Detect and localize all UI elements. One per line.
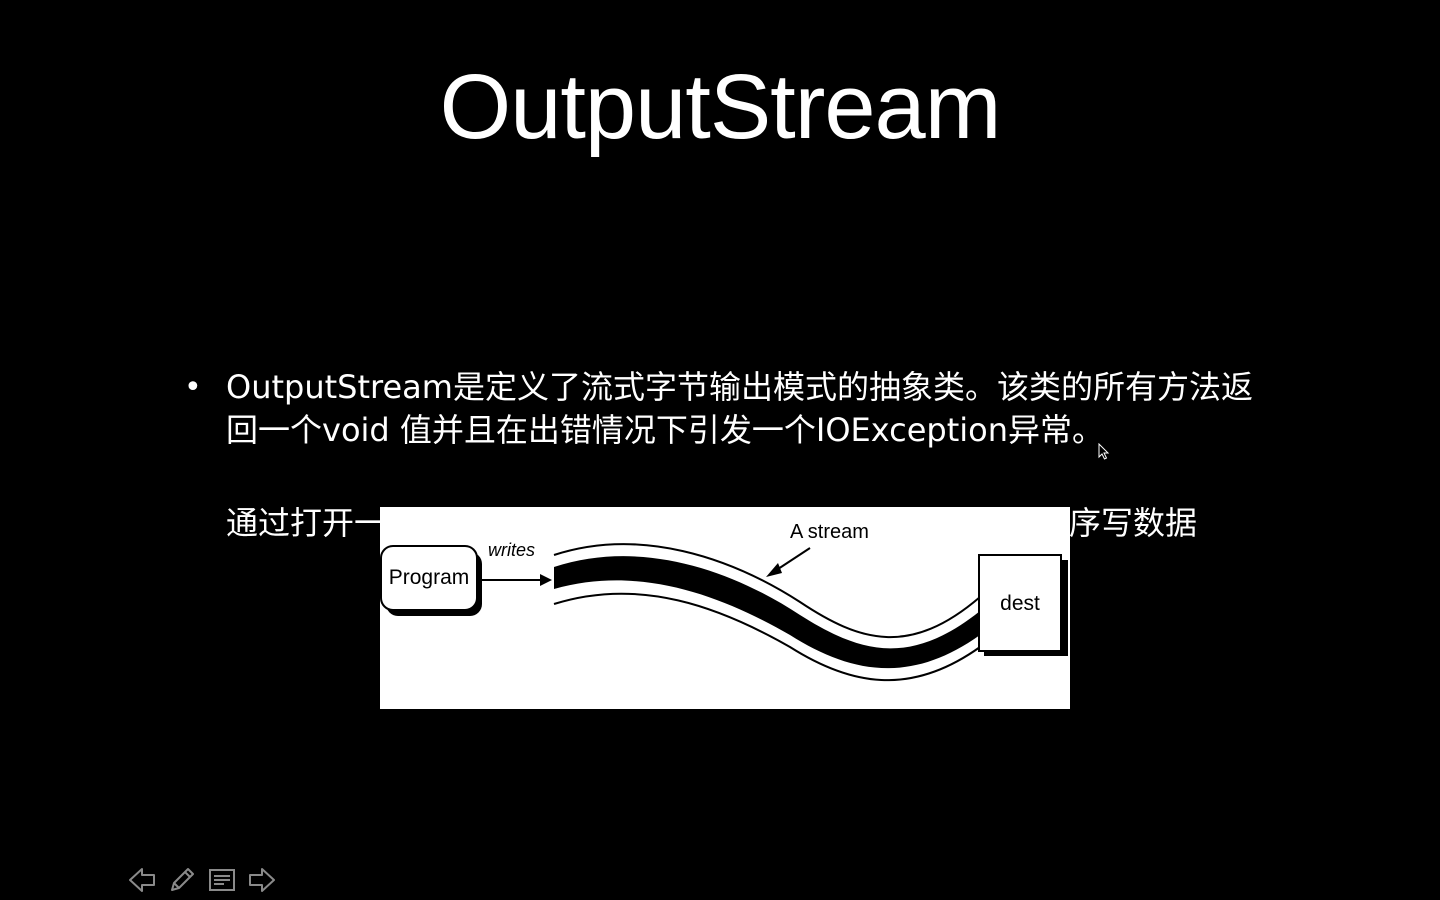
presenter-toolbar [124,862,280,898]
next-slide-button[interactable] [244,862,280,898]
stream-band [554,556,980,669]
stream-pointer-line [774,547,811,572]
bullet-text-after: 序写数据 [1069,504,1198,542]
stream-diagram-svg: Program writes A stream dest [380,521,1068,682]
stream-pointer-head [766,563,782,577]
stream-upper-edge [553,543,981,639]
writes-label: writes [488,540,535,560]
bullet-text: OutputStream是定义了流式字节输出模式的抽象类。该类的所有方法返回一个… [226,368,1253,449]
slide-title: OutputStream [439,56,1002,158]
writes-arrow-head [540,574,552,586]
notes-button[interactable] [204,862,240,898]
bullet-text-before: 通过打开一 [226,504,387,542]
program-label: Program [389,566,470,589]
bullet-marker: • [184,370,202,405]
bullet-item: • OutputStream是定义了流式字节输出模式的抽象类。该类的所有方法返回… [184,366,1256,452]
stream-lower-edge [553,592,981,682]
pencil-icon [171,868,194,891]
program-box [380,545,478,611]
mouse-cursor-icon [1098,443,1110,460]
dest-box [978,554,1062,652]
dest-label: dest [1000,592,1040,615]
arrow-right-icon [249,868,275,892]
notes-icon [209,869,235,891]
arrow-left-icon [129,868,155,892]
stream-diagram: Program writes A stream dest [380,507,1070,709]
previous-slide-button[interactable] [124,862,160,898]
stream-label: A stream [790,521,869,543]
pen-button[interactable] [164,862,200,898]
